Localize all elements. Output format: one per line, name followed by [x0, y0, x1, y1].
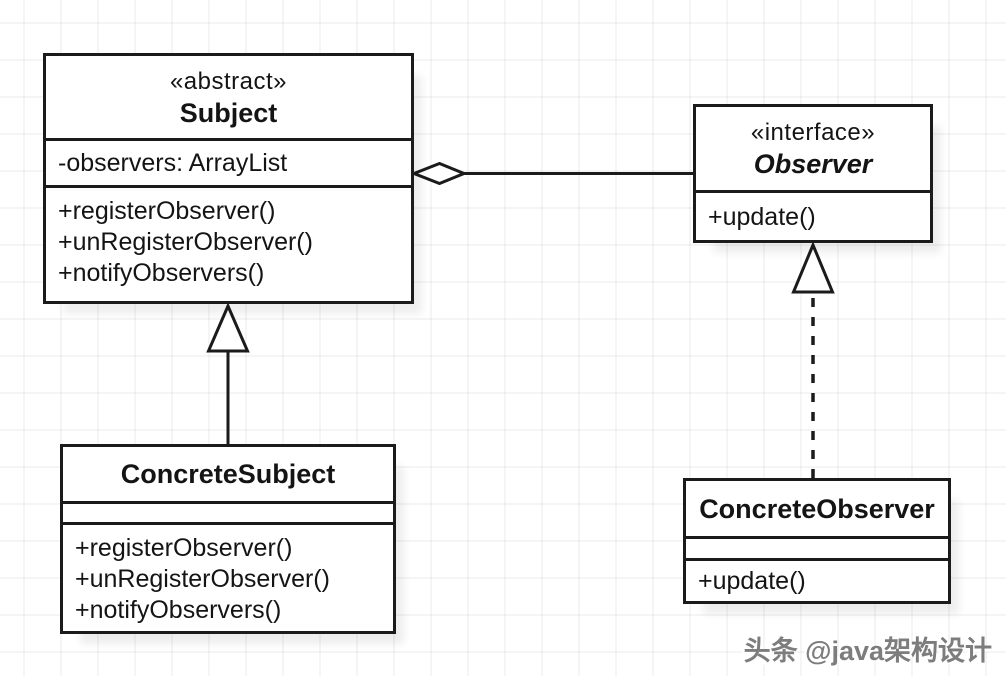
aggregation-connector [409, 161, 694, 186]
class-concrete-subject-name: ConcreteSubject [120, 459, 336, 489]
class-subject: «abstract» Subject -observers: ArrayList… [43, 53, 414, 304]
class-concrete-observer-header: ConcreteObserver [686, 481, 948, 536]
method-register-observer: +registerObserver() [75, 534, 293, 562]
class-subject-stereotype: «abstract» [169, 67, 288, 95]
class-observer: «interface» Observer +update() [693, 104, 933, 243]
generalization-connector [206, 302, 250, 445]
attribute-observers: -observers: ArrayList [58, 148, 288, 177]
method-notify-observers: +notifyObservers() [58, 259, 265, 287]
method-update: +update() [708, 203, 816, 231]
class-concrete-subject-header: ConcreteSubject [63, 447, 393, 501]
class-subject-header: «abstract» Subject [46, 56, 411, 138]
class-concrete-observer-attributes-empty [686, 536, 948, 558]
method-update: +update() [698, 567, 806, 595]
method-unregister-observer: +unRegisterObserver() [58, 228, 313, 256]
class-subject-attributes: -observers: ArrayList [46, 138, 411, 185]
method-register-observer: +registerObserver() [58, 197, 276, 225]
class-observer-name: Observer [753, 149, 873, 179]
hollow-diamond-icon [409, 161, 468, 186]
method-unregister-observer: +unRegisterObserver() [75, 565, 330, 593]
hollow-triangle-icon [206, 302, 250, 353]
class-concrete-observer-name: ConcreteObserver [699, 493, 935, 524]
class-concrete-subject-methods: +registerObserver() +unRegisterObserver(… [63, 522, 393, 631]
class-concrete-observer: ConcreteObserver +update() [683, 478, 951, 604]
class-concrete-subject-attributes-empty [63, 501, 393, 522]
class-observer-methods: +update() [696, 190, 930, 240]
watermark-text: 头条 @java架构设计 [743, 636, 992, 666]
class-subject-name: Subject [179, 97, 278, 128]
hollow-triangle-icon [791, 241, 835, 294]
class-observer-stereotype: «interface» [750, 119, 876, 146]
method-notify-observers: +notifyObservers() [75, 596, 282, 624]
class-subject-methods: +registerObserver() +unRegisterObserver(… [46, 185, 411, 301]
class-observer-header: «interface» Observer [696, 107, 930, 190]
class-concrete-subject: ConcreteSubject +registerObserver() +unR… [60, 444, 396, 634]
class-concrete-observer-methods: +update() [686, 558, 948, 601]
realization-connector [791, 241, 835, 478]
